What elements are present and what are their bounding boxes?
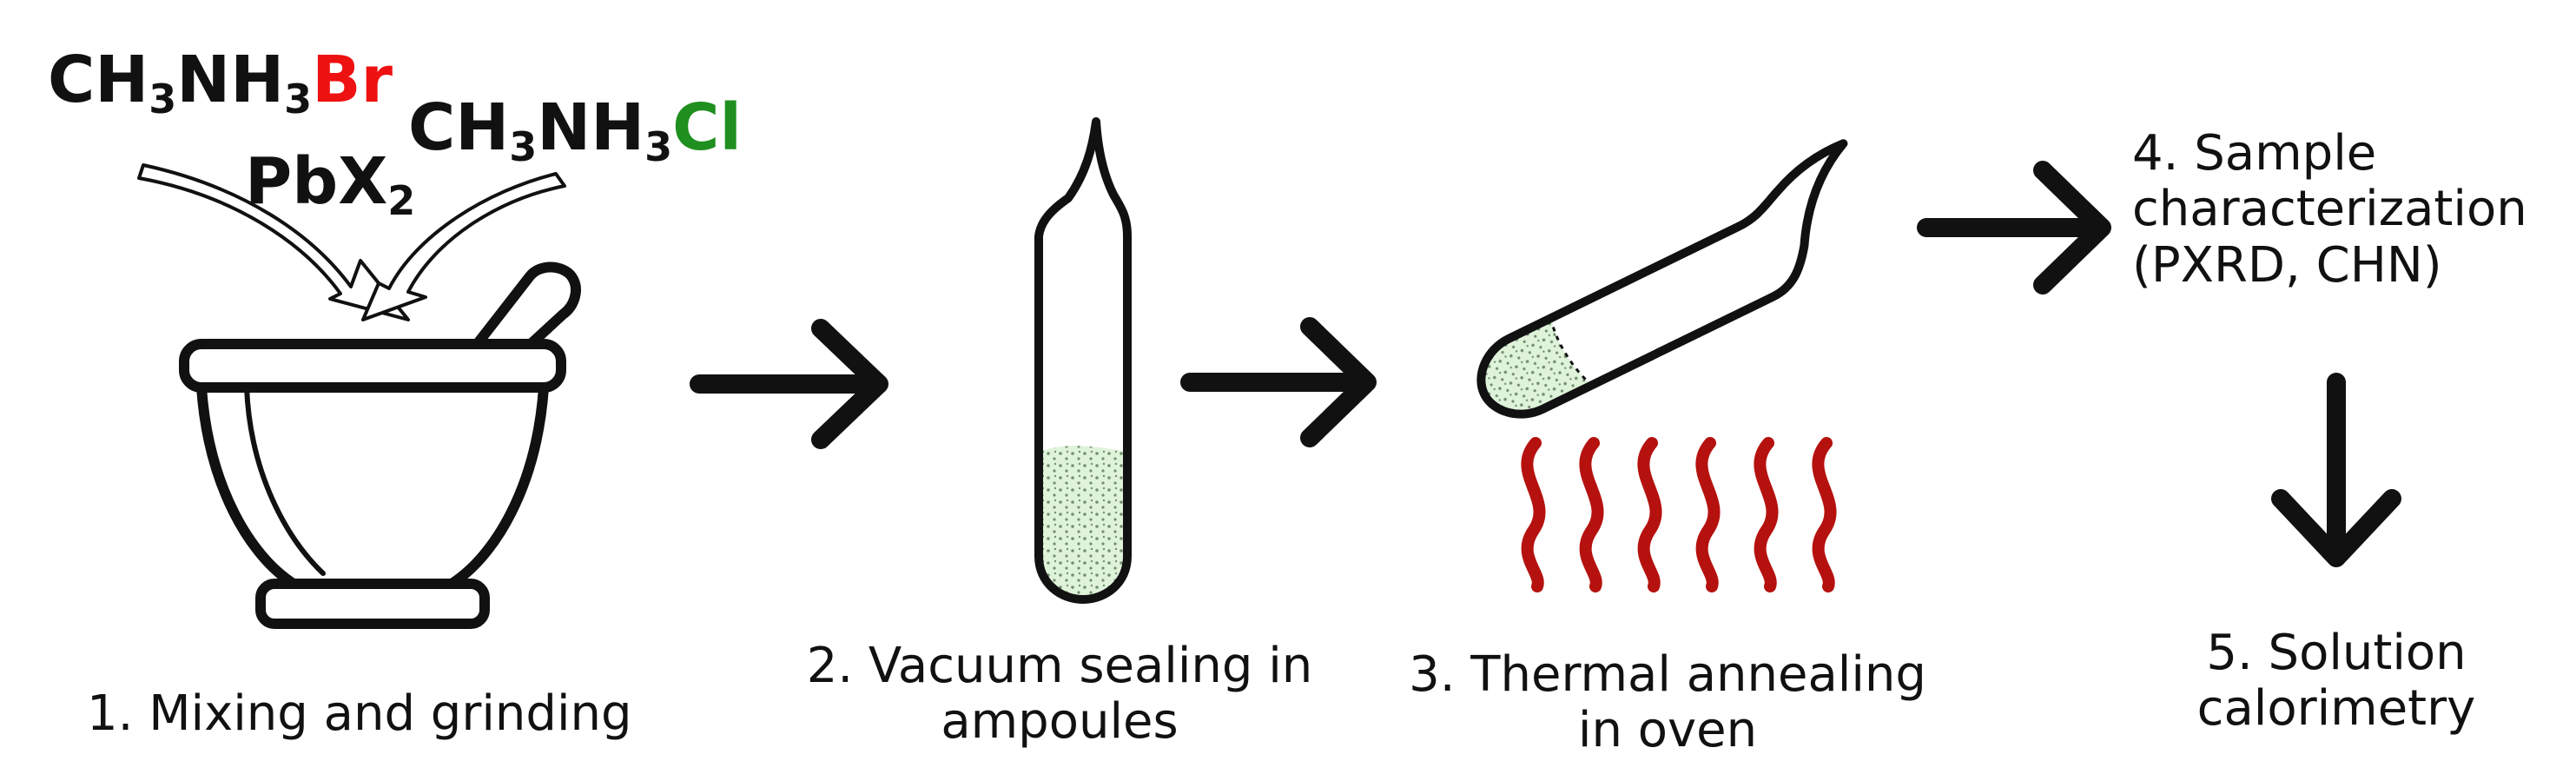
heat-waves-icon bbox=[1521, 437, 1837, 592]
step-1-label: 1. Mixing and grinding bbox=[87, 685, 632, 742]
left-feed-arrow bbox=[137, 163, 410, 321]
methylammonium-bromide-formula: CH3NH3Br bbox=[48, 43, 393, 122]
mortar-bowl bbox=[196, 382, 549, 589]
step-5-label: 5. Solution calorimetry bbox=[2196, 625, 2476, 738]
mortar-rim bbox=[179, 339, 566, 393]
ampoule-powder-dots bbox=[1039, 446, 1127, 599]
lead-halide-formula: PbX2 bbox=[245, 144, 416, 224]
arrow-icon bbox=[2271, 373, 2401, 567]
arrow-icon bbox=[1917, 161, 2111, 295]
mortar-base bbox=[255, 579, 490, 629]
arrow-icon bbox=[690, 319, 888, 449]
tilted-ampoule-icon bbox=[1476, 139, 1848, 419]
step-3-label: 3. Thermal annealing in oven bbox=[1409, 646, 1926, 759]
arrow-icon bbox=[1180, 317, 1377, 447]
mortar-bowl-contour bbox=[244, 385, 326, 576]
tilted-ampoule-glass bbox=[1476, 139, 1848, 419]
right-feed-arrow bbox=[361, 172, 566, 321]
ampoule-glass bbox=[1034, 117, 1132, 604]
sealed-ampoule-icon bbox=[1034, 117, 1132, 604]
mortar-and-pestle-icon bbox=[179, 261, 581, 629]
step-4-label: 4. Sample characterization (PXRD, CHN) bbox=[2132, 125, 2527, 294]
reagent-feed-arrows bbox=[137, 163, 566, 321]
step-2-label: 2. Vacuum sealing in ampoules bbox=[806, 638, 1313, 751]
methylammonium-chloride-formula: CH3NH3Cl bbox=[408, 90, 742, 170]
